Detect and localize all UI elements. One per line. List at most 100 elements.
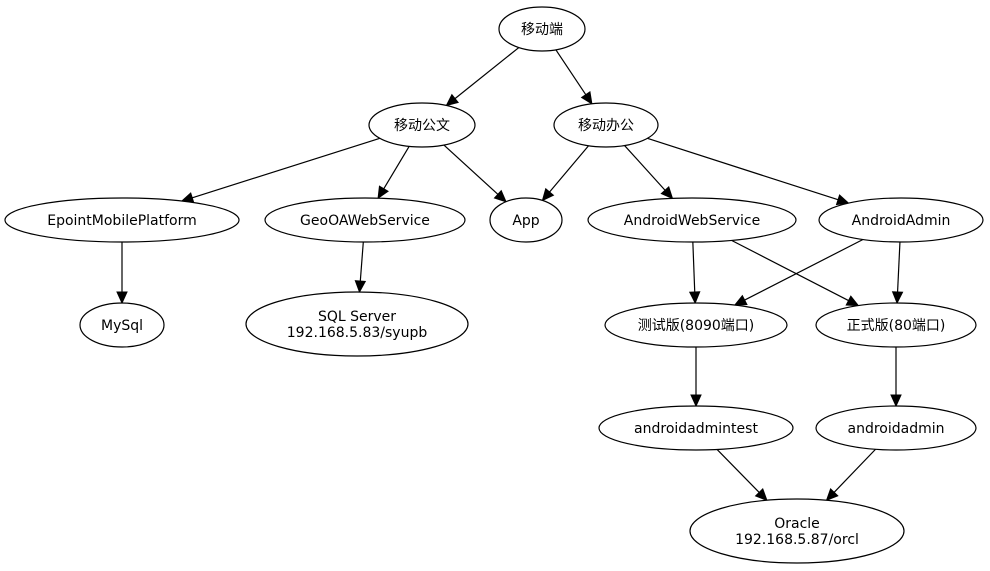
arrowhead-icon xyxy=(891,291,904,305)
arrowhead-icon xyxy=(845,295,860,307)
edge-mobile_doc-to-epoint xyxy=(180,137,381,204)
edge-test_ver-to-androidadmintest xyxy=(690,347,702,408)
edge-line xyxy=(692,241,696,293)
node-ellipse xyxy=(264,197,466,243)
edge-mobile_office-to-app xyxy=(541,145,590,202)
arrowhead-icon xyxy=(377,185,389,200)
node-mobile_office: 移动办公 xyxy=(553,102,659,148)
arrowhead-icon xyxy=(835,194,850,206)
edge-line xyxy=(549,145,590,193)
node-label: App xyxy=(512,213,539,229)
edge-line xyxy=(833,448,876,493)
arrowhead-icon xyxy=(580,91,593,105)
node-label: 192.168.5.87/orcl xyxy=(735,532,859,548)
arrowhead-icon xyxy=(354,280,367,294)
edge-prod_ver-to-androidadmin xyxy=(890,347,902,408)
edge-androidadmin-to-oracle xyxy=(825,448,876,502)
arrowhead-icon xyxy=(733,294,748,306)
arrowhead-icon xyxy=(116,291,128,305)
arrowhead-icon xyxy=(890,394,902,408)
node-label: androidadmin xyxy=(848,421,945,437)
node-label: 正式版(80端口) xyxy=(847,318,946,334)
node-ellipse xyxy=(587,197,797,243)
node-label: SQL Server xyxy=(318,309,396,325)
node-android_ws: AndroidWebService xyxy=(587,197,797,243)
node-ellipse xyxy=(815,302,977,348)
edge-android_ws-to-prod_ver xyxy=(731,239,860,307)
edge-android_admin-to-prod_ver xyxy=(891,241,904,305)
node-mobile_doc: 移动公文 xyxy=(368,102,476,148)
arrowhead-icon xyxy=(493,189,507,203)
edge-line xyxy=(716,449,760,493)
edge-line xyxy=(443,144,499,195)
edge-line xyxy=(359,241,364,282)
node-ellipse xyxy=(498,6,586,52)
node-label: AndroidAdmin xyxy=(852,213,951,229)
node-ellipse xyxy=(245,291,469,357)
edge-android_ws-to-test_ver xyxy=(688,241,701,305)
arrowhead-icon xyxy=(660,185,674,200)
node-mobile: 移动端 xyxy=(498,6,586,52)
node-label: androidadmintest xyxy=(634,421,758,437)
node-ellipse xyxy=(818,197,984,243)
edge-line xyxy=(624,145,666,191)
edge-line xyxy=(647,137,839,201)
node-label: MySql xyxy=(101,318,143,334)
node-ellipse xyxy=(79,302,165,348)
edge-line xyxy=(744,238,864,301)
node-label: 移动办公 xyxy=(578,118,634,134)
node-label: AndroidWebService xyxy=(624,213,760,229)
node-label: 192.168.5.83/syupb xyxy=(287,325,428,341)
node-ellipse xyxy=(598,405,794,451)
edge-mobile_doc-to-app xyxy=(443,144,507,203)
node-ellipse xyxy=(815,405,977,451)
node-ellipse xyxy=(604,302,788,348)
node-epoint: EpointMobilePlatform xyxy=(4,197,240,243)
edges-layer xyxy=(116,47,904,502)
edge-line xyxy=(731,239,849,302)
edge-line xyxy=(454,47,520,100)
node-ellipse xyxy=(553,102,659,148)
arrowhead-icon xyxy=(688,291,701,305)
edge-epoint-to-mysql xyxy=(116,242,128,305)
edge-androidadmintest-to-oracle xyxy=(716,449,768,502)
node-mysql: MySql xyxy=(79,302,165,348)
edge-mobile_office-to-android_admin xyxy=(647,137,850,206)
edge-mobile_doc-to-geooa xyxy=(377,146,410,200)
node-app: App xyxy=(489,197,563,243)
edge-mobile_office-to-android_ws xyxy=(624,145,674,200)
node-label: 移动公文 xyxy=(394,118,450,134)
edge-android_admin-to-test_ver xyxy=(733,238,864,306)
node-ellipse xyxy=(489,197,563,243)
node-androidadmintest: androidadmintest xyxy=(598,405,794,451)
edge-line xyxy=(555,49,587,96)
node-label: EpointMobilePlatform xyxy=(47,213,197,229)
edge-line xyxy=(896,241,901,293)
node-androidadmin: androidadmin xyxy=(815,405,977,451)
arrowhead-icon xyxy=(690,394,702,408)
node-ellipse xyxy=(368,102,476,148)
edge-line xyxy=(192,137,381,199)
node-ellipse xyxy=(4,197,240,243)
arrowhead-icon xyxy=(541,187,555,202)
node-android_admin: AndroidAdmin xyxy=(818,197,984,243)
node-geooa: GeoOAWebService xyxy=(264,197,466,243)
edge-line xyxy=(383,146,410,190)
edge-mobile-to-mobile_doc xyxy=(445,47,520,107)
edge-mobile-to-mobile_office xyxy=(555,49,593,105)
node-label: 测试版(8090端口) xyxy=(638,318,755,334)
node-ellipse xyxy=(689,498,905,564)
node-label: 移动端 xyxy=(521,22,563,38)
node-label: GeoOAWebService xyxy=(300,213,430,229)
node-test_ver: 测试版(8090端口) xyxy=(604,302,788,348)
edge-geooa-to-sqlserver xyxy=(354,241,367,294)
node-prod_ver: 正式版(80端口) xyxy=(815,302,977,348)
arrowhead-icon xyxy=(754,488,768,502)
arrowhead-icon xyxy=(445,93,459,107)
arrowhead-icon xyxy=(825,487,839,502)
node-label: Oracle xyxy=(774,516,820,532)
